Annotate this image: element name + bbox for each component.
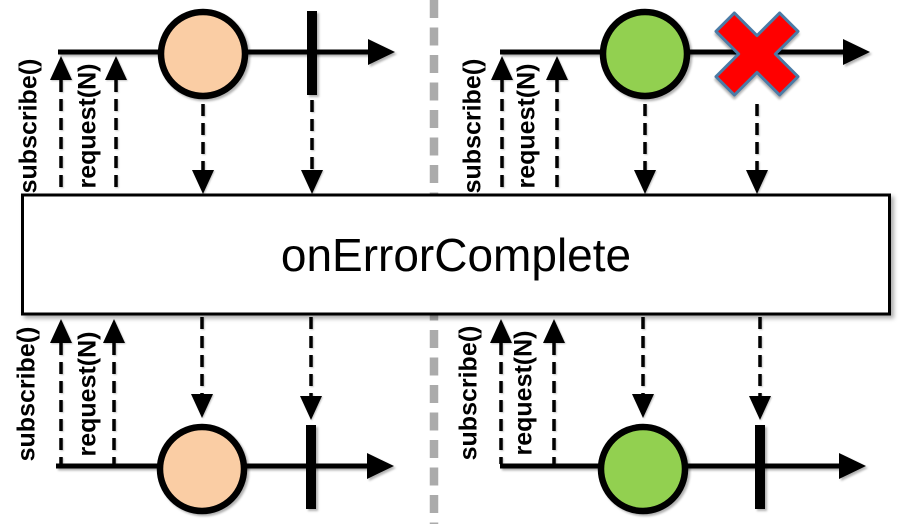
operator-box-label: onErrorComplete bbox=[280, 228, 632, 281]
request-label: request(N) bbox=[512, 63, 541, 189]
up-arrow-icon bbox=[105, 56, 127, 80]
up-arrow-icon bbox=[50, 56, 72, 80]
operator-box bbox=[21, 193, 891, 316]
subscribe-label: subscribe() bbox=[14, 58, 43, 194]
onnext-arrow-bottom-right bbox=[632, 317, 654, 418]
subscribe-arrow-bottom-right bbox=[490, 319, 512, 464]
timeline-arrow-icon bbox=[367, 453, 394, 479]
request-arrow-top-right bbox=[546, 56, 568, 193]
down-arrow-icon bbox=[191, 394, 213, 418]
up-arrow-icon bbox=[546, 56, 568, 80]
up-arrow-icon bbox=[103, 319, 125, 343]
value-marble-icon bbox=[157, 8, 249, 100]
subscribe-label: subscribe() bbox=[12, 326, 41, 462]
onnext-arrow-top-right bbox=[634, 104, 656, 194]
request-arrow-top-left bbox=[105, 56, 127, 193]
down-arrow-icon bbox=[300, 396, 322, 420]
oncomplete-arrow-bottom-right bbox=[749, 317, 771, 420]
error-cross-icon bbox=[714, 11, 800, 97]
request-label: request(N) bbox=[509, 330, 538, 456]
complete-bar-icon bbox=[306, 425, 316, 509]
up-arrow-icon bbox=[491, 56, 513, 80]
oncomplete-arrow-bottom-left bbox=[300, 317, 322, 420]
subscribe-arrow-top-right bbox=[491, 56, 513, 193]
up-arrow-icon bbox=[543, 319, 565, 343]
down-arrow-icon bbox=[634, 170, 656, 194]
subscribe-label: subscribe() bbox=[454, 325, 483, 461]
down-arrow-icon bbox=[632, 394, 654, 418]
timeline-arrow-icon bbox=[843, 39, 870, 65]
timeline-arrow-icon bbox=[839, 453, 866, 479]
timeline-arrow-icon bbox=[368, 39, 395, 65]
oncomplete-arrow-top-left bbox=[301, 100, 323, 194]
value-marble-icon bbox=[156, 423, 248, 515]
subscribe-arrow-bottom-left bbox=[50, 319, 72, 464]
onnext-arrow-top-left bbox=[192, 104, 214, 194]
success-marble-icon bbox=[599, 8, 691, 100]
down-arrow-icon bbox=[746, 170, 768, 194]
subscribe-label: subscribe() bbox=[458, 58, 487, 194]
onnext-arrow-bottom-left bbox=[191, 317, 213, 418]
down-arrow-icon bbox=[192, 170, 214, 194]
request-arrow-bottom-left bbox=[103, 319, 125, 464]
success-marble-icon bbox=[597, 423, 689, 515]
request-arrow-bottom-right bbox=[543, 319, 565, 464]
complete-bar-icon bbox=[307, 11, 317, 95]
subscribe-arrow-top-left bbox=[50, 56, 72, 193]
complete-bar-icon bbox=[755, 425, 765, 509]
request-label: request(N) bbox=[73, 331, 102, 457]
up-arrow-icon bbox=[50, 319, 72, 343]
onerror-arrow-top-right bbox=[746, 104, 768, 194]
up-arrow-icon bbox=[490, 319, 512, 343]
down-arrow-icon bbox=[749, 396, 771, 420]
request-label: request(N) bbox=[73, 63, 102, 189]
down-arrow-icon bbox=[301, 170, 323, 194]
